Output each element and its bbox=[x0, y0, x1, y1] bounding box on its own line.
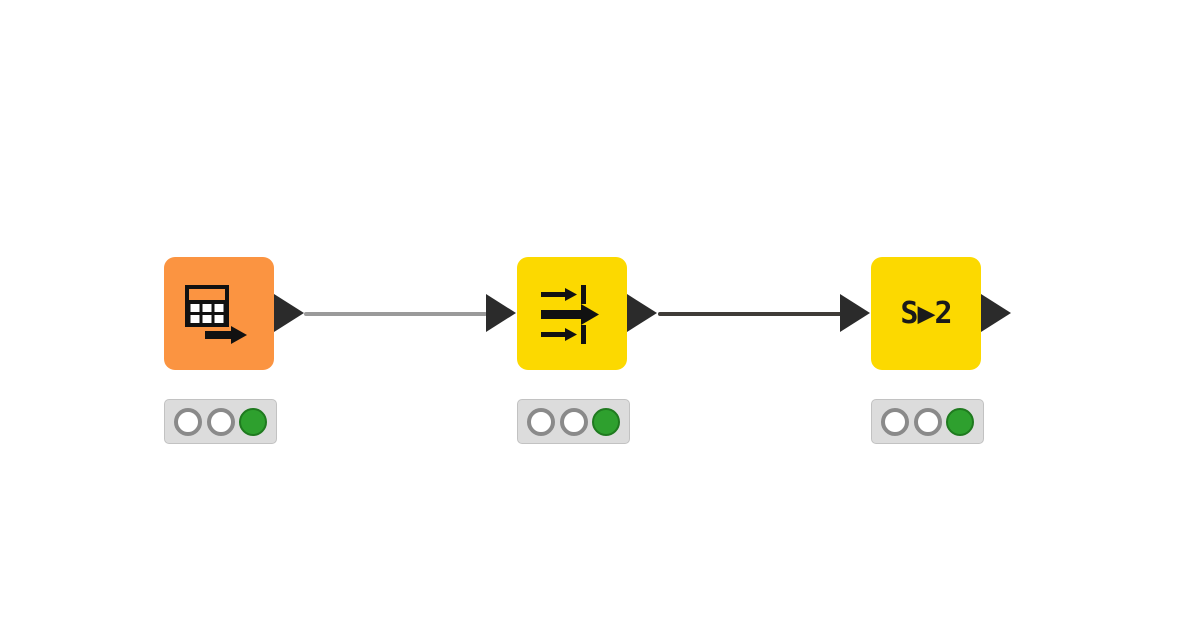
output-port-node-2[interactable] bbox=[627, 294, 657, 332]
node-label-text: S▶2 bbox=[900, 295, 952, 331]
table-reader-node[interactable] bbox=[164, 257, 274, 370]
three-arrows-filter-icon bbox=[541, 284, 599, 344]
status-light-green bbox=[946, 407, 975, 436]
table-with-arrow-icon bbox=[164, 257, 274, 370]
three-arrows-filter-icon bbox=[517, 257, 627, 370]
status-traffic-light bbox=[164, 399, 277, 444]
status-light-yellow bbox=[559, 407, 588, 436]
output-port-node-3[interactable] bbox=[981, 294, 1011, 332]
input-port-node-2[interactable] bbox=[486, 294, 516, 332]
table-with-arrow-icon bbox=[185, 284, 247, 344]
input-port-node-3[interactable] bbox=[840, 294, 870, 332]
status-traffic-light bbox=[517, 399, 630, 444]
text-label-icon: S▶2 bbox=[871, 257, 981, 370]
status-light-yellow bbox=[206, 407, 235, 436]
string-to-number-node[interactable]: S▶2 bbox=[871, 257, 981, 370]
status-light-red bbox=[526, 407, 555, 436]
status-light-yellow bbox=[913, 407, 942, 436]
status-light-red bbox=[173, 407, 202, 436]
row-filter-node[interactable] bbox=[517, 257, 627, 370]
status-traffic-light bbox=[871, 399, 984, 444]
status-light-red bbox=[880, 407, 909, 436]
connection-node1-to-node2[interactable] bbox=[304, 312, 487, 316]
status-light-green bbox=[592, 407, 621, 436]
status-light-green bbox=[239, 407, 268, 436]
connection-node2-to-node3[interactable] bbox=[658, 312, 842, 316]
output-port-node-1[interactable] bbox=[274, 294, 304, 332]
